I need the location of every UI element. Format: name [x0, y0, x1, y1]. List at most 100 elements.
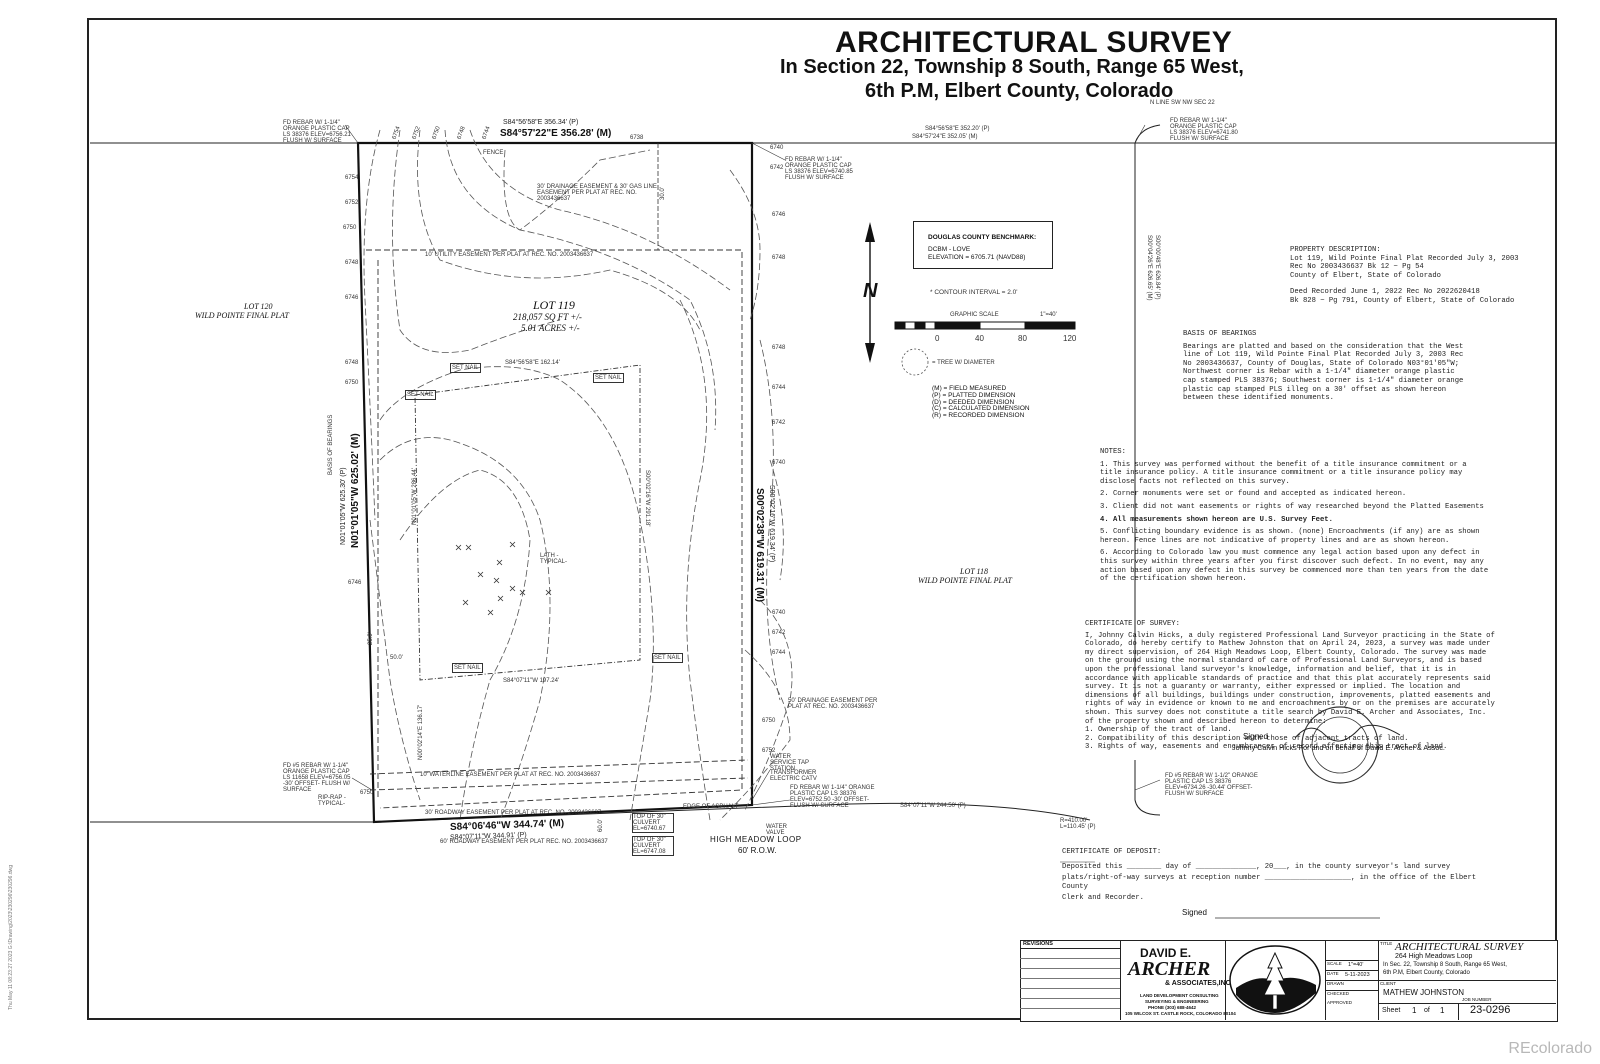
deposit-signed-label: Signed	[1182, 908, 1207, 917]
graphic-scale-label: GRAPHIC SCALE	[950, 312, 999, 318]
contour-label: 6750	[360, 790, 374, 796]
benchmark-heading: DOUGLAS COUNTY BENCHMARK:	[928, 234, 1037, 241]
note-item: 6. According to Colorado law you must co…	[1100, 549, 1489, 584]
firm-services: SURVEYING & ENGINEERING	[1145, 999, 1209, 1004]
top-right-measured: S84°57'24"E 352.05' (M)	[912, 134, 978, 140]
culvert-1-label: TOP OF 30" CULVERT EL=6740.67	[632, 813, 674, 833]
firm-name-3: & ASSOCIATES,INC.	[1165, 980, 1233, 987]
benchmark-box: DOUGLAS COUNTY BENCHMARK: DCBM - LOVE EL…	[913, 221, 1053, 269]
firm-phone: PHONE (303) 688-4642	[1148, 1005, 1197, 1010]
drawn-field-label: DRAWN	[1327, 981, 1344, 986]
certificate-signer: Johnny Calvin Hicks For and on behalf of…	[1232, 743, 1445, 752]
contour-label: 6744	[772, 650, 786, 656]
drainage-easement-right: 50' DRAINAGE EASEMENT PER PLAT AT REC. N…	[788, 698, 878, 710]
utility-easement-top: 10' UTILITY EASEMENT PER PLAT AT REC. NO…	[425, 252, 594, 258]
contour-label: 6748	[345, 360, 359, 366]
recolorado-watermark: REcolorado	[1508, 1040, 1592, 1057]
scale-tick-80: 80	[1018, 334, 1027, 343]
rebar-northwest: FD REBAR W/ 1-1/4" ORANGE PLASTIC CAP LS…	[283, 120, 351, 144]
title-field-location-1: In Sec. 22, Township 8 South, Range 65 W…	[1383, 962, 1507, 968]
certificate-of-survey: CERTIFICATE OF SURVEY: I, Johnny Calvin …	[1085, 620, 1495, 752]
approved-field-label: APPROVED	[1327, 1000, 1353, 1005]
firm-tagline: LAND DEVELOPMENT CONSULTING	[1140, 993, 1219, 998]
deposit-heading: CERTIFICATE OF DEPOSIT:	[1062, 848, 1162, 856]
sheet-of-label: of	[1424, 1007, 1430, 1014]
title-field-location-2: 6th P.M, Elbert County, Colorado	[1383, 970, 1470, 976]
certificate-signed-label: Signed	[1243, 732, 1268, 741]
envelope-bottom-bearing: S84°07'11"W 197.24'	[503, 678, 560, 684]
deposit-line: Clerk and Recorder.	[1062, 894, 1144, 903]
firm-address: 105 WILCOX ST. CASTLE ROCK, COLORADO 801…	[1125, 1011, 1236, 1016]
lot-119-label: LOT 119	[533, 298, 575, 312]
property-line: Bk 828 ~ Pg 791, County of Elbert, State…	[1290, 296, 1515, 305]
lot-119-area-sqft: 218,057 SQ FT +/-	[513, 312, 582, 322]
fence-label: FENCE	[483, 150, 504, 156]
contour-label: 6754	[345, 175, 359, 181]
client-field-label: CLIENT	[1380, 981, 1397, 986]
contour-label: 6742	[772, 420, 786, 426]
contour-label: 6752	[345, 200, 359, 206]
job-number-value: 23-0296	[1470, 1004, 1511, 1016]
property-heading: PROPERTY DESCRIPTION:	[1290, 246, 1381, 254]
top-right-platted: S84°56'58"E 352.20' (P)	[925, 126, 990, 132]
width-25-9: 25.9'	[368, 632, 374, 645]
scale-tick-120: 120	[1063, 334, 1077, 343]
note-item: 2. Corner monuments were set or found an…	[1100, 490, 1407, 499]
waterline-easement: 10' WATERLINE EASEMENT PER PLAT AT REC. …	[420, 772, 601, 778]
top-line-platted: S84°56'58"E 356.34' (P)	[503, 119, 579, 126]
legend-item: (M) = FIELD MEASURED	[932, 385, 1007, 392]
certificate-of-deposit: CERTIFICATE OF DEPOSIT: Deposited this _…	[1062, 848, 1482, 903]
road-bearing: S84°07'11"W 244.50' (P)	[900, 803, 966, 809]
title-field-label: TITLE	[1380, 941, 1393, 946]
north-arrow-letter: N	[863, 280, 878, 302]
contour-label: 6742	[772, 630, 786, 636]
legend-item: (P) = PLATTED DIMENSION	[932, 391, 1016, 399]
drainage-easement-top: 30' DRAINAGE EASEMENT & 30' GAS LINE EAS…	[537, 184, 657, 202]
note-item: 3. Client did not want easements or righ…	[1100, 502, 1484, 511]
contour-label: 6740	[772, 460, 786, 466]
set-nail-3: SET NAIL	[405, 390, 436, 400]
contour-label: 6746	[772, 212, 786, 218]
certificate-item: 3. Rights of way, easements and encumbra…	[1085, 743, 1448, 752]
contour-label: 6746	[348, 580, 362, 586]
sheet-label: Sheet	[1382, 1007, 1401, 1014]
rebar-northeast-offset: FD REBAR W/ 1-1/4" ORANGE PLASTIC CAP LS…	[1170, 118, 1238, 142]
firm-logo-icon	[1229, 945, 1321, 1015]
riprap-label: RIP-RAP -TYPICAL-	[318, 795, 346, 807]
note-item: 1. This survey was performed without the…	[1100, 460, 1467, 486]
contour-label: 6740	[772, 610, 786, 616]
contour-label: 6746	[345, 295, 359, 301]
lot-119-area-acres: 5.01 ACRES +/-	[521, 323, 580, 333]
deposit-line: Deposited this ________ day of _________…	[1062, 862, 1451, 871]
property-line: Lot 119, Wild Pointe Final Plat Recorded…	[1290, 254, 1519, 263]
revisions-label: REVISIONS	[1023, 941, 1053, 947]
road-name: HIGH MEADOW LOOP	[710, 835, 802, 844]
transformer-label: TRANSFORMER ELECTRIC CATV	[770, 770, 817, 782]
graphic-scale-ratio: 1"=40'	[1040, 312, 1057, 318]
legend-item: (R) = RECORDED DIMENSION	[932, 412, 1025, 420]
deposit-line: plats/right-of-way surveys at reception …	[1062, 874, 1477, 891]
water-valve-label: WATER VALVE	[766, 824, 787, 836]
legend-item: (D) = DEEDED DIMENSION	[932, 398, 1015, 406]
rebar-southeast: FD REBAR W/ 1-1/4" ORANGE PLASTIC CAP LS…	[790, 785, 875, 809]
certificate-text: I, Johnny Calvin Hicks, a duly registere…	[1085, 631, 1495, 726]
property-line: Rec No 2003436637 Bk 12 ~ Pg 54	[1290, 263, 1424, 272]
firm-name-2: ARCHER	[1128, 958, 1211, 980]
certificate-heading: CERTIFICATE OF SURVEY:	[1085, 620, 1180, 628]
lot-118-label: LOT 118	[960, 567, 988, 576]
sheet-total: 1	[1440, 1006, 1445, 1015]
title-field-address: 264 High Meadows Loop	[1395, 953, 1473, 960]
contour-interval: * CONTOUR INTERVAL = 2.0'	[930, 289, 1018, 296]
contour-label: 6742	[770, 165, 784, 171]
drawing-sheet-border	[87, 18, 1557, 1020]
contour-label: 6752	[762, 748, 776, 754]
property-line: Deed Recorded June 1, 2022 Rec No 202262…	[1290, 288, 1480, 297]
contour-label: 6744	[772, 385, 786, 391]
tree-legend: = TREE W/ DIAMETER	[932, 360, 995, 366]
scale-field-value: 1"=40'	[1348, 962, 1364, 968]
benchmark-elevation: ELEVATION = 6705.71 (NAVD88)	[928, 254, 1026, 261]
legend-item: (C) = CALCULATED DIMENSION	[932, 405, 1030, 413]
width-30: 30.0'	[660, 187, 666, 200]
firm-name-1: DAVID E.	[1140, 946, 1192, 960]
roadway-easement-60: 60' ROADWAY EASEMENT PER PLAT REC. NO. 2…	[440, 839, 608, 845]
